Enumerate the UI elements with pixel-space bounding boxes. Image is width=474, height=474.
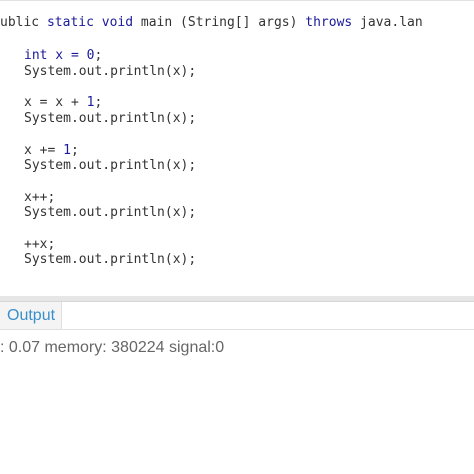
panel-divider[interactable] xyxy=(0,296,474,302)
code-line-compound-assign: x += 1; xyxy=(24,143,79,159)
number-literal: 1 xyxy=(86,95,95,110)
code-token xyxy=(94,15,102,30)
output-tab-strip: Output xyxy=(0,302,474,330)
code-token: java.lan xyxy=(352,15,423,30)
number-literal: 1 xyxy=(63,143,71,158)
code-token: x = x + xyxy=(24,95,87,110)
code-line-postfix-increment: x++; xyxy=(24,190,56,205)
code-line-print: System.out.println(x); xyxy=(24,205,197,220)
code-line-print: System.out.println(x); xyxy=(24,158,197,173)
code-line-print: System.out.println(x); xyxy=(24,64,197,79)
code-token: int x = xyxy=(24,48,87,63)
tab-output[interactable]: Output xyxy=(0,302,63,329)
method-signature-line: ublic static void main (String[] args) t… xyxy=(0,15,423,31)
keyword-static: static xyxy=(46,15,94,30)
execution-status: : 0.07 memory: 380224 signal:0 xyxy=(0,339,225,356)
code-token: ; xyxy=(94,95,103,110)
code-editor[interactable]: ublic static void main (String[] args) t… xyxy=(0,0,474,298)
code-line-print: System.out.println(x); xyxy=(24,111,197,126)
code-token: ; xyxy=(70,143,79,158)
code-line-prefix-increment: ++x; xyxy=(24,237,56,252)
code-token: main (String[] args) xyxy=(133,15,306,30)
keyword-throws: throws xyxy=(305,15,353,30)
code-token: x += xyxy=(24,143,64,158)
code-line-declare: int x = 0; xyxy=(24,48,102,64)
code-token: ublic xyxy=(0,15,47,30)
code-token: ; xyxy=(94,48,103,63)
keyword-void: void xyxy=(101,15,134,30)
code-line-print: System.out.println(x); xyxy=(24,252,197,267)
number-literal: 0 xyxy=(86,48,95,63)
code-line-assign: x = x + 1; xyxy=(24,95,102,111)
